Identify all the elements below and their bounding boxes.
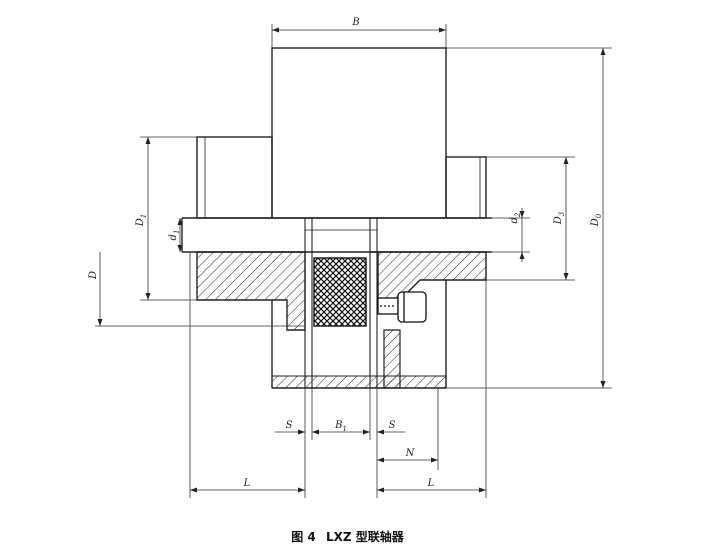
dim-label-B: B bbox=[351, 17, 359, 28]
figure-number: 图 4 bbox=[291, 530, 316, 544]
dim-label-L-left: L bbox=[243, 478, 251, 489]
dim-label-D0: D0 bbox=[590, 213, 603, 227]
dim-label-d1: d1 bbox=[168, 230, 181, 241]
dim-label-S-left: S bbox=[286, 420, 293, 431]
inner-lines bbox=[304, 218, 378, 388]
coupling-outline bbox=[181, 47, 492, 389]
dim-label-D: D bbox=[88, 271, 99, 280]
bolt-icon bbox=[377, 291, 427, 323]
arrowheads bbox=[97, 27, 606, 493]
figure-caption: 图 4 LXZ 型联轴器 bbox=[0, 528, 701, 545]
dim-label-N: N bbox=[405, 448, 416, 459]
elastic-element bbox=[313, 257, 367, 327]
dim-label-L-right: L bbox=[427, 478, 435, 489]
dim-label-S-right: S bbox=[389, 420, 396, 431]
dim-label-d2: d2 bbox=[509, 212, 522, 223]
figure-title: LXZ 型联轴器 bbox=[325, 530, 404, 544]
dim-label-B1: B1 bbox=[334, 420, 347, 433]
dim-label-D3: D3 bbox=[553, 211, 566, 225]
dim-label-D1: D1 bbox=[135, 214, 148, 228]
